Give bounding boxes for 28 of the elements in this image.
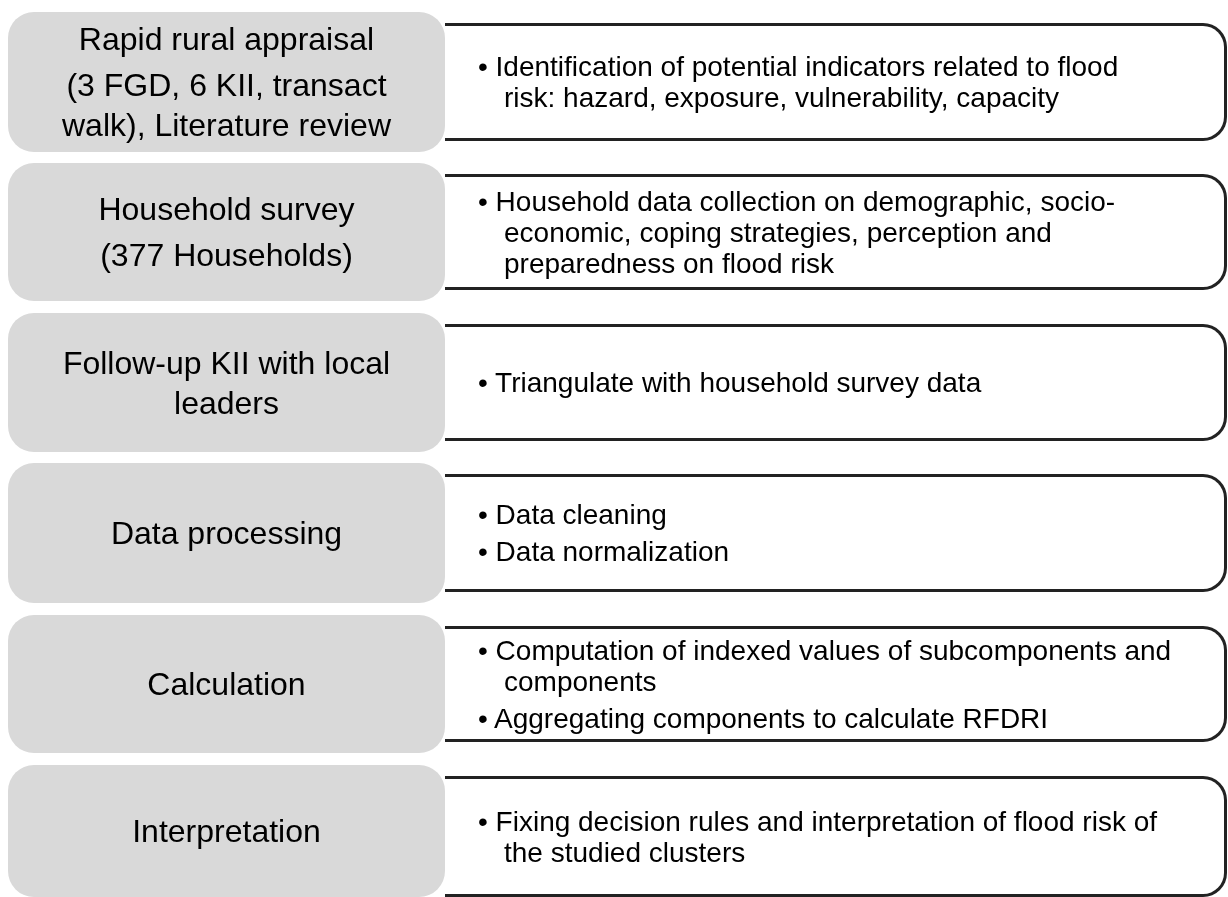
step-title: Data processing — [110, 514, 343, 553]
bullet-item: • Household data collection on demographic, socio-economic, coping strategies, perception and preparedness on flood risk — [478, 185, 1117, 279]
bullet-item: • Data cleaning — [478, 499, 668, 530]
step-title: Calculation — [147, 665, 306, 704]
step-title: Rapid rural appraisal — [78, 20, 375, 59]
detail-box — [445, 474, 1227, 592]
step-box — [8, 765, 445, 897]
step-box — [8, 463, 445, 603]
bullet-item: • Aggregating components to calculate RFDRI — [478, 702, 1050, 734]
bullet-item: • Data normalization — [478, 536, 730, 567]
step-title: Follow-up KII with local leaders — [61, 343, 392, 423]
step-box — [8, 12, 445, 152]
detail-box — [445, 324, 1227, 441]
step-box — [8, 163, 445, 301]
step-box — [8, 615, 445, 753]
step-title: (3 FGD, 6 KII, transact walk), Literature review — [61, 66, 392, 145]
step-box — [8, 313, 445, 452]
bullet-item: • Computation of indexed values of subcomponents and components — [478, 634, 1173, 697]
detail-box — [445, 23, 1227, 141]
bullet-item: • Fixing decision rules and interpretation of flood risk of the studied clusters — [478, 805, 1159, 868]
bullet-item: • Triangulate with household survey data — [478, 367, 982, 398]
step-title: (377 Households) — [100, 236, 353, 275]
step-title: Household survey — [98, 190, 355, 229]
detail-box — [445, 174, 1227, 290]
step-title: Interpretation — [132, 812, 321, 851]
detail-box — [445, 626, 1227, 742]
bullet-item: • Identification of potential indicators related to flood risk: hazard, exposure, vulnerability, capacity — [478, 51, 1120, 113]
detail-box — [445, 776, 1227, 897]
